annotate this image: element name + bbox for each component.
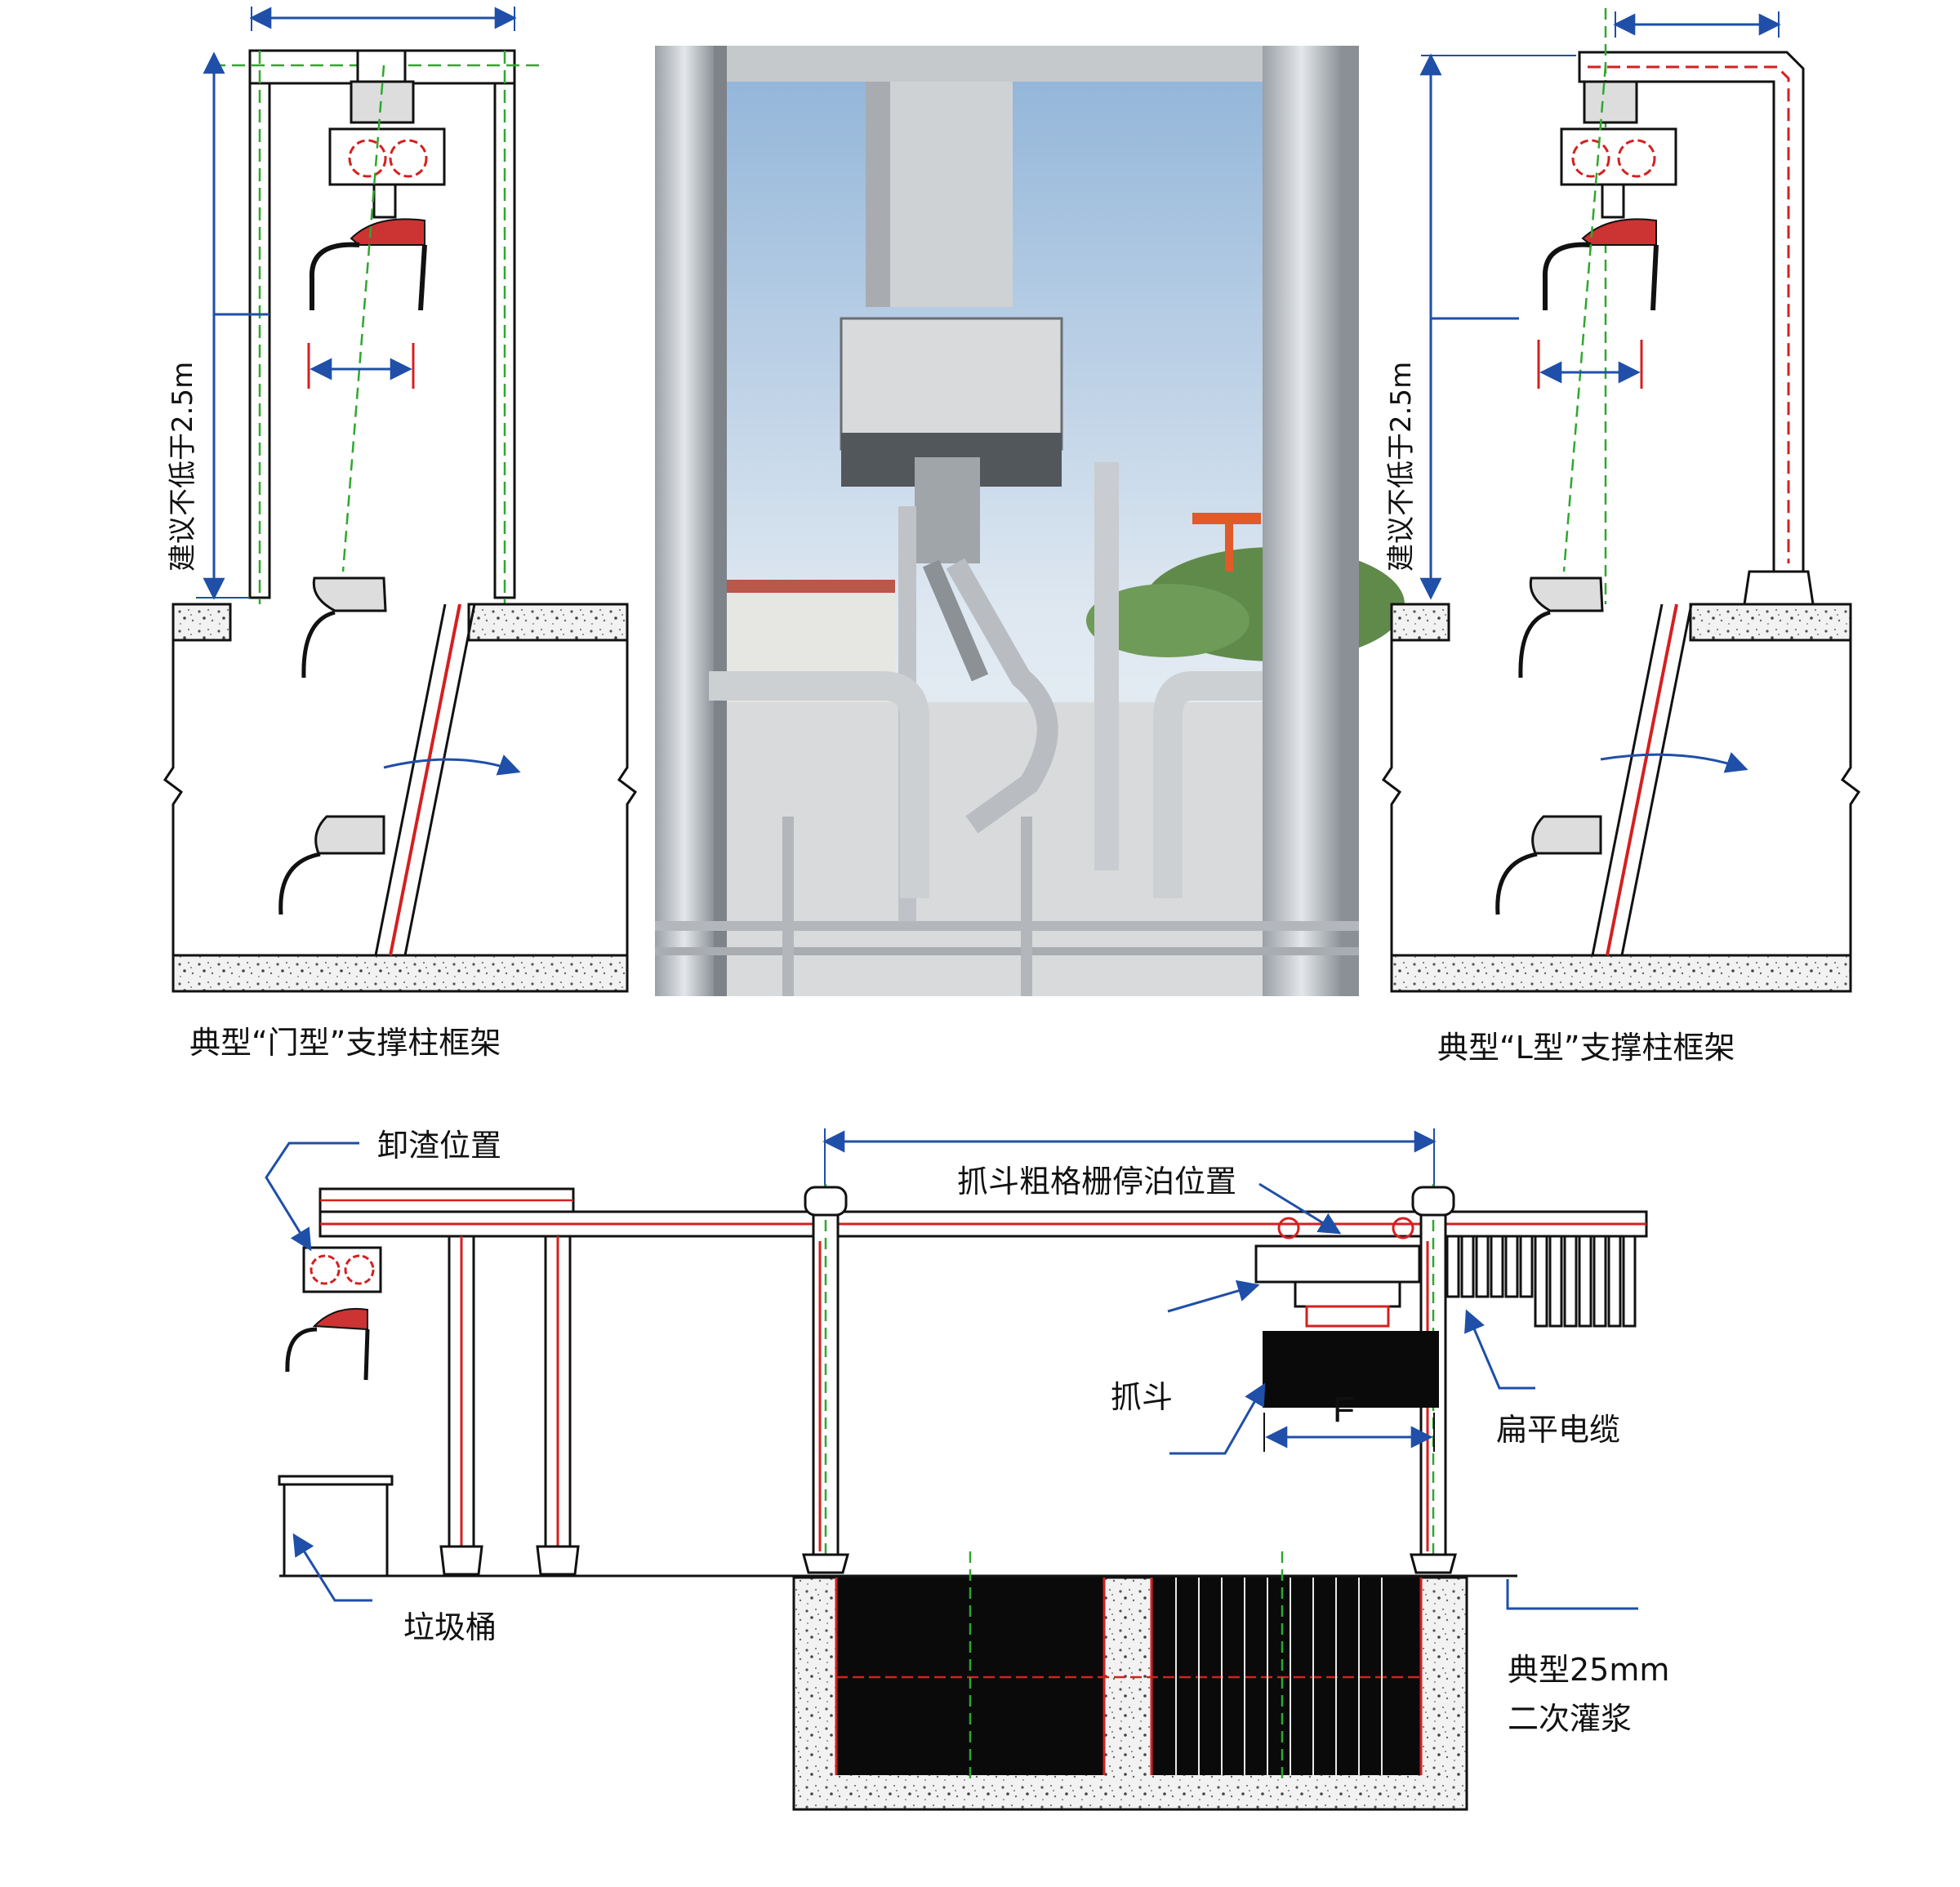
discharge-position-label: 卸渣位置 xyxy=(377,1128,502,1164)
parking-position-label: 抓斗粗格栅停泊位置 xyxy=(957,1164,1237,1199)
l-height-note: 建议不低于2.5m xyxy=(1385,361,1418,572)
grout-label-line1: 典型25mm xyxy=(1508,1652,1670,1688)
door-frame-panel xyxy=(163,7,638,993)
dimension-f-label: F xyxy=(1333,1390,1355,1430)
door-top-slab-right xyxy=(467,603,629,642)
l-frame-caption: 典型“L型”支撑柱框架 xyxy=(1437,1030,1735,1066)
door-height-note: 建议不低于2.5m xyxy=(167,361,199,572)
parked-grab-tines xyxy=(1263,1331,1439,1408)
l-frame-panel xyxy=(1381,8,1861,993)
grab-label: 抓斗 xyxy=(1111,1379,1174,1415)
waste-bin-label: 垃圾桶 xyxy=(403,1609,497,1645)
door-top-slab-left xyxy=(172,603,232,642)
waste-bin xyxy=(283,1481,389,1578)
door-bottom-slab xyxy=(172,954,629,993)
callout-leaders xyxy=(265,1142,1638,1610)
flat-cable-label: 扁平电缆 xyxy=(1496,1412,1621,1448)
layout-panel xyxy=(265,1128,1648,1811)
flat-cable xyxy=(1446,1235,1637,1328)
grout-label-line2: 二次灌浆 xyxy=(1508,1701,1633,1737)
door-frame-caption: 典型“门型”支撑柱框架 xyxy=(189,1025,501,1061)
door-hoist xyxy=(309,49,446,311)
photo-panel xyxy=(655,46,1405,996)
